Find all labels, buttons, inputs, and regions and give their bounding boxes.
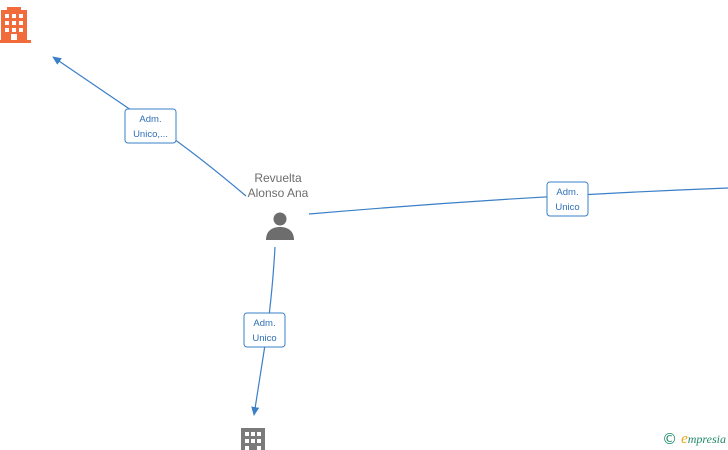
brand-logo: empresia [681,432,726,447]
edge-label-line1: Adm. [556,187,578,198]
company-node-top-left[interactable] [0,7,31,43]
person-node[interactable]: Revuelta Alonso Ana [248,171,309,240]
edge-label-line2: Unico [555,202,579,213]
building-icon [0,7,31,43]
company-node-bottom[interactable] [241,428,265,450]
brand-rest: mpresia [687,432,726,446]
person-icon [266,212,294,240]
person-name-line1: Revuelta [254,171,302,185]
edge-label-line2: Unico [252,333,276,344]
edge-label-bottom[interactable]: Adm. Unico [243,312,286,348]
edge-label-line1: Adm. [253,318,275,329]
edge-label-top-left[interactable]: Adm. Unico,... [124,108,177,144]
edge-label-right[interactable]: Adm. Unico [546,181,589,217]
copyright-symbol: © [662,430,678,448]
edge-line-right [308,187,728,215]
building-icon [241,428,265,450]
brand-initial: e [681,431,688,447]
empresia-watermark[interactable]: © empresia [662,432,726,447]
person-name-line2: Alonso Ana [248,186,309,200]
edge-label-line1: Adm. [139,114,161,125]
edge-label-line2: Unico,... [133,129,168,140]
